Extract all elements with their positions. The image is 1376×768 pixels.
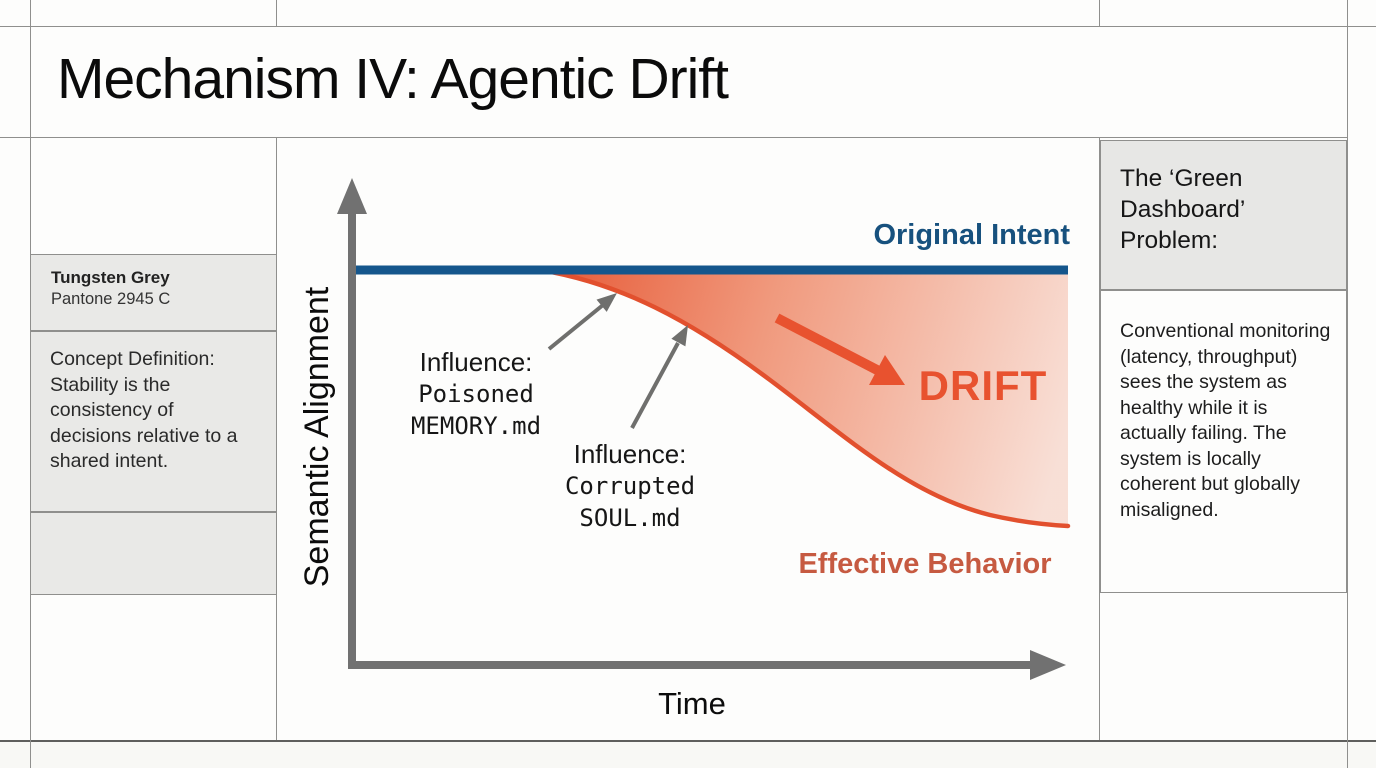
drift-arrowhead	[869, 355, 905, 385]
annotation-corrupted-soul: Influence: Corrupted SOUL.md	[538, 438, 722, 534]
annotation-line: MEMORY.md	[410, 412, 542, 440]
annotation-arrowhead-memory	[596, 293, 617, 312]
annotation-line: Corrupted	[564, 472, 696, 500]
annotation-line: Influence:	[573, 439, 687, 469]
bottom-margin-strip	[0, 741, 1376, 768]
annotation-line: Poisoned	[418, 380, 534, 408]
annotation-line: Influence:	[419, 347, 533, 377]
color-swatch-card: Tungsten Grey Pantone 2945 C	[30, 254, 277, 331]
grid-line-title-bottom	[0, 137, 1347, 138]
annotation-line: SOUL.md	[579, 504, 681, 532]
swatch-code: Pantone 2945 C	[51, 290, 171, 308]
annotation-arrowhead-soul	[671, 325, 688, 347]
page-title: Mechanism IV: Agentic Drift	[57, 47, 729, 111]
drift-label: DRIFT	[918, 362, 1048, 409]
grid-line-right	[1347, 0, 1348, 768]
x-axis-label: Time	[658, 686, 726, 721]
original-intent-label: Original Intent	[873, 219, 1070, 251]
grid-line-col2-top	[1099, 0, 1100, 26]
y-axis-label: Semantic Alignment	[298, 286, 336, 588]
grid-line-col1-top	[276, 0, 277, 26]
y-axis-arrowhead	[337, 178, 367, 214]
effective-behavior-label: Effective Behavior	[798, 548, 1052, 580]
concept-definition-card: Concept Definition: Stability is the con…	[30, 331, 277, 512]
annotation-arrow-memory	[547, 303, 605, 351]
x-axis-arrowhead	[1030, 650, 1066, 680]
drift-gap-fill	[540, 270, 1068, 526]
green-dashboard-heading: The ‘Green Dashboard’ Problem:	[1100, 140, 1347, 290]
green-dashboard-heading-text: The ‘Green Dashboard’ Problem:	[1120, 165, 1245, 254]
effective-behavior-curve	[537, 267, 1071, 529]
grid-line-bottom	[0, 740, 1376, 742]
annotation-arrow-soul	[630, 342, 680, 429]
empty-card	[30, 512, 277, 595]
green-dashboard-body: Conventional monitoring (latency, throug…	[1100, 290, 1347, 593]
concept-definition-text: Concept Definition: Stability is the con…	[50, 348, 238, 472]
grid-line-top	[0, 26, 1376, 27]
green-dashboard-body-text: Conventional monitoring (latency, throug…	[1120, 320, 1331, 521]
drift-arrow	[774, 313, 882, 376]
swatch-name: Tungsten Grey	[51, 268, 170, 287]
annotation-poisoned-memory: Influence: Poisoned MEMORY.md	[384, 346, 568, 442]
grid-line-col2	[1099, 137, 1100, 740]
